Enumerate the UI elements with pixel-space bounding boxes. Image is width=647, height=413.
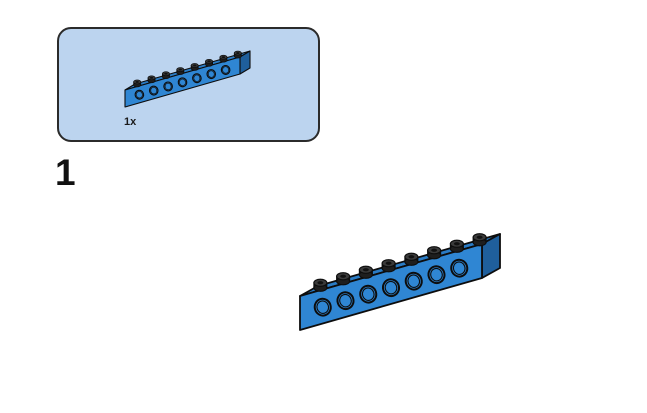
technic-hole — [450, 258, 469, 278]
stud-hollow — [340, 274, 347, 278]
technic-hole-inner — [222, 66, 229, 74]
stud-hollow — [164, 72, 168, 75]
technic-hole-inner — [164, 82, 172, 91]
technic-hole — [206, 69, 217, 80]
stud-hollow — [236, 52, 240, 54]
technic-hole-inner — [207, 70, 215, 78]
technic-hole — [134, 89, 145, 100]
technic-hole-inner — [150, 87, 158, 95]
stud-hollow — [431, 248, 438, 252]
callout-technic-brick-1x8 — [124, 50, 251, 108]
step-number: 1 — [55, 152, 76, 193]
stud-hollow — [207, 60, 211, 63]
technic-hole — [220, 64, 231, 75]
stud-hollow — [221, 56, 226, 59]
stud-hollow — [317, 281, 324, 285]
stud-hollow — [149, 76, 154, 79]
main-technic-brick-1x8 — [299, 233, 501, 331]
technic-hole — [381, 278, 401, 298]
technic-hole — [427, 265, 446, 285]
technic-hole — [148, 85, 159, 96]
stud-hollow — [178, 68, 182, 71]
technic-hole-inner — [316, 300, 330, 314]
technic-hole — [163, 81, 173, 92]
technic-hole — [359, 284, 378, 304]
technic-hole-inner — [430, 267, 443, 282]
technic-hole — [177, 77, 188, 88]
technic-hole-inner — [407, 274, 421, 288]
stud-hollow — [193, 64, 197, 67]
stud-hollow — [135, 81, 139, 83]
part-quantity-label: 1x — [124, 116, 137, 128]
stud-hollow — [408, 255, 415, 259]
technic-hole — [404, 271, 423, 291]
stud-hollow — [362, 268, 369, 272]
technic-hole — [313, 297, 332, 317]
stud-hollow — [385, 261, 392, 265]
stud-hollow — [476, 235, 483, 239]
technic-hole-inner — [193, 74, 201, 82]
technic-hole-inner — [339, 293, 352, 308]
stud-hollow — [453, 242, 460, 246]
technic-hole-inner — [136, 91, 143, 99]
technic-hole-inner — [452, 261, 466, 275]
technic-hole-inner — [179, 78, 186, 86]
technic-hole-inner — [361, 287, 375, 301]
technic-hole-inner — [384, 280, 398, 295]
technic-hole — [192, 73, 202, 84]
technic-hole — [336, 291, 355, 311]
